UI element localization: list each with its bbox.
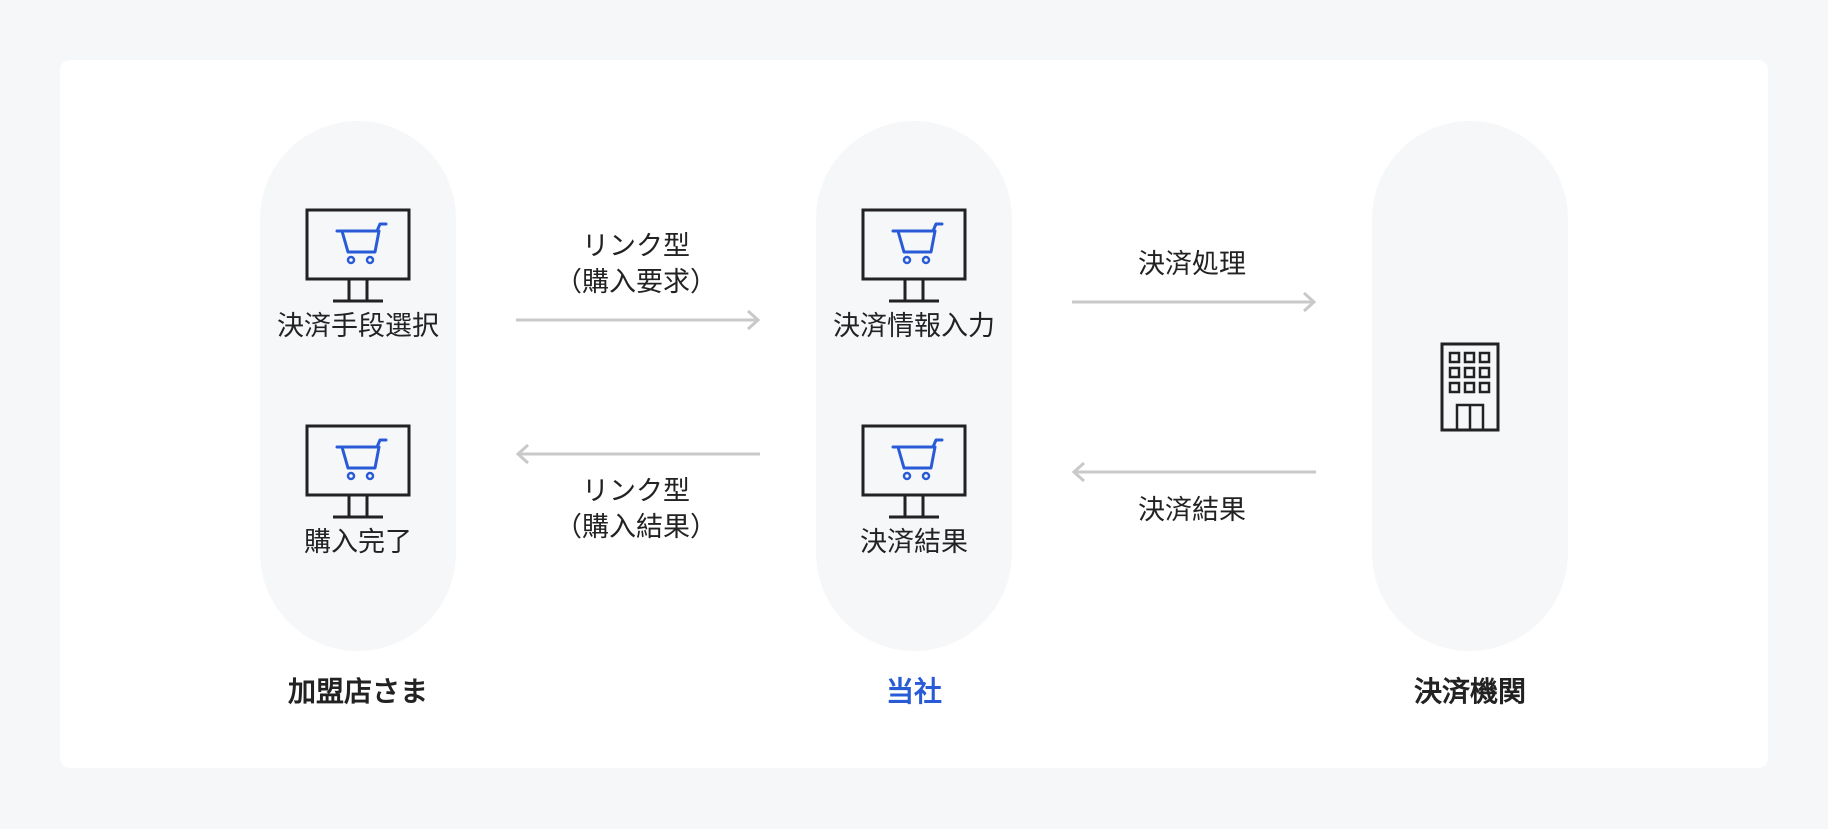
purchase-request-text: （購入要求） (555, 267, 717, 298)
company-column (816, 121, 1012, 651)
arrow-left-purchase-result (515, 443, 760, 465)
company-payment-result-label: 決済結果 (860, 527, 968, 558)
link-type-text: リンク型 (582, 476, 690, 507)
payment-result-label: 決済結果 (1062, 493, 1322, 529)
link-purchase-result-label: リンク型 （購入結果） (506, 474, 766, 546)
arrow-right-purchase-request (516, 309, 761, 331)
monitor-cart-icon (861, 208, 967, 303)
monitor-cart-icon (305, 424, 411, 519)
merchant-payment-selection-node: 決済手段選択 (260, 208, 456, 344)
company-payment-entry-node: 決済情報入力 (816, 208, 1012, 344)
merchant-column (260, 121, 456, 651)
link-purchase-request-label: リンク型 （購入要求） (506, 229, 766, 301)
merchant-payment-selection-label: 決済手段選択 (277, 311, 439, 342)
company-payment-result-node: 決済結果 (816, 424, 1012, 560)
purchase-result-text: （購入結果） (555, 512, 717, 543)
institution-building-node (1372, 342, 1568, 432)
payment-result-text: 決済結果 (1138, 495, 1246, 526)
monitor-cart-icon (861, 424, 967, 519)
monitor-cart-icon (305, 208, 411, 303)
company-payment-entry-label: 決済情報入力 (833, 311, 995, 342)
institution-column-label: 決済機関 (1413, 675, 1526, 708)
link-type-text: リンク型 (582, 231, 690, 262)
company-column-label: 当社 (885, 675, 942, 708)
institution-column (1372, 121, 1568, 651)
arrow-right-payment-processing (1072, 291, 1317, 313)
merchant-purchase-complete-node: 購入完了 (260, 424, 456, 560)
payment-processing-label: 決済処理 (1062, 247, 1322, 283)
arrow-left-payment-result (1071, 461, 1316, 483)
merchant-column-label: 加盟店さま (287, 675, 428, 708)
merchant-purchase-complete-label: 購入完了 (304, 527, 412, 558)
building-icon (1440, 342, 1500, 432)
payment-processing-text: 決済処理 (1138, 249, 1246, 280)
